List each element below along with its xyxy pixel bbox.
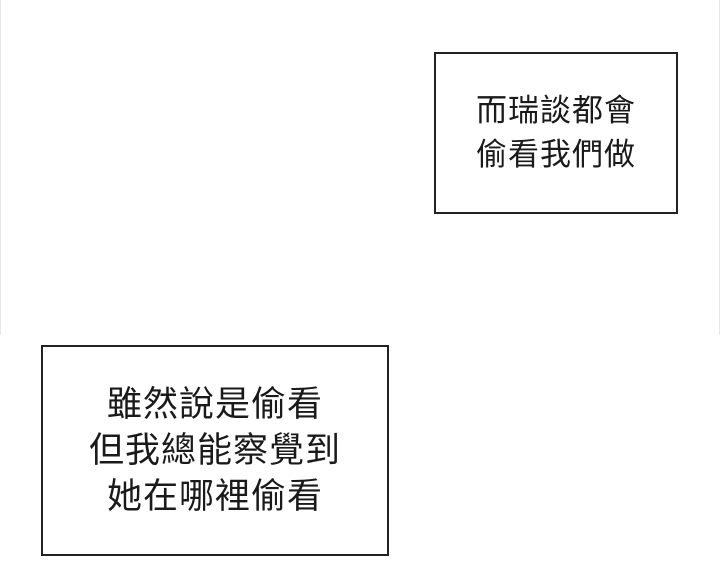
caption-line: 偷看我們做	[476, 137, 636, 173]
caption-line: 雖然說是偷看	[106, 384, 323, 425]
caption-line: 她在哪裡偷看	[106, 476, 323, 517]
caption-box-top: 而瑞談都會 偷看我們做	[434, 52, 678, 214]
caption-line: 而瑞談都會	[476, 93, 636, 129]
caption-box-bottom: 雖然說是偷看 但我總能察覺到 她在哪裡偷看	[41, 345, 389, 556]
caption-line: 但我總能察覺到	[88, 430, 341, 471]
panel-border-left	[0, 0, 1, 335]
